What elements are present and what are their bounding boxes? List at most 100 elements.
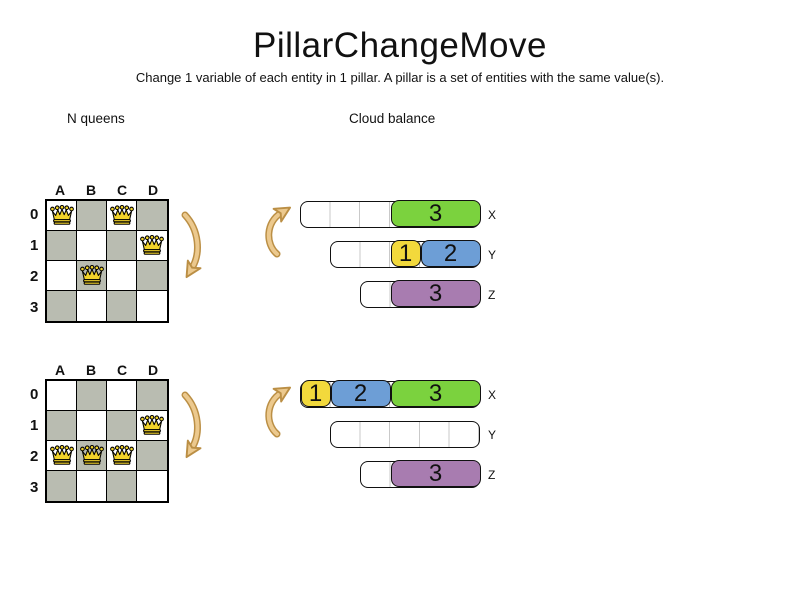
board-cell	[137, 381, 167, 411]
board-cell	[107, 471, 137, 501]
board-cell	[77, 201, 107, 231]
board-cell	[77, 231, 107, 261]
process-block-purple: 3	[390, 459, 481, 488]
computer-capacity-bar: 3	[360, 279, 481, 308]
queen-icon	[79, 265, 104, 285]
computer-capacity-bar	[330, 421, 480, 448]
chessboard-grid	[45, 379, 169, 503]
computer-label: X	[488, 207, 497, 222]
queen-icon	[109, 445, 134, 465]
board-cell	[107, 201, 137, 231]
page-subtitle: Change 1 variable of each entity in 1 pi…	[135, 70, 665, 85]
queen-icon	[49, 205, 74, 225]
process-block-green: 3	[390, 199, 481, 228]
queen-icon	[79, 445, 104, 465]
row-header: 2	[30, 268, 39, 285]
board-cell	[107, 291, 137, 321]
nqueens-board-before: A B C D 0 1 2 3	[30, 182, 190, 327]
board-cell	[137, 471, 167, 501]
board-row-headers: 0 1 2 3	[30, 379, 44, 503]
chessboard-grid	[45, 199, 169, 323]
board-cell	[137, 261, 167, 291]
board-cell	[107, 231, 137, 261]
board-cell	[77, 261, 107, 291]
board-cell	[47, 471, 77, 501]
board-row-headers: 0 1 2 3	[30, 199, 44, 323]
board-cell	[47, 381, 77, 411]
board-cell	[107, 441, 137, 471]
page-title: PillarChangeMove	[253, 26, 547, 65]
computer-label: X	[488, 387, 497, 402]
board-cell	[77, 471, 107, 501]
board-cell	[77, 411, 107, 441]
column-header: C	[116, 182, 129, 198]
board-cell	[47, 441, 77, 471]
column-header: B	[85, 182, 98, 198]
column-header: C	[116, 362, 129, 378]
computer-label: Z	[488, 467, 496, 482]
curved-arrow-down-icon	[181, 211, 202, 279]
resource-bar-row: Y	[300, 421, 496, 448]
board-cell	[47, 411, 77, 441]
board-cell	[77, 381, 107, 411]
board-cell	[77, 291, 107, 321]
column-header: D	[147, 182, 160, 198]
nqueens-section-label: N queens	[67, 111, 125, 126]
row-header: 1	[30, 237, 39, 254]
board-cell	[137, 291, 167, 321]
queen-icon	[109, 205, 134, 225]
process-value: 1	[398, 239, 413, 267]
board-cell	[107, 381, 137, 411]
process-block-yellow: 1	[390, 239, 421, 268]
process-block-green: 3	[390, 379, 481, 408]
board-cell	[137, 411, 167, 441]
row-header: 2	[30, 448, 39, 465]
process-value: 3	[428, 379, 443, 407]
column-header: A	[54, 182, 67, 198]
board-cell	[137, 231, 167, 261]
computer-label: Z	[488, 287, 496, 302]
computer-label: Y	[488, 247, 497, 262]
board-cell	[107, 411, 137, 441]
process-block-yellow: 1	[300, 379, 331, 408]
board-cell	[77, 441, 107, 471]
process-block-blue: 2	[420, 239, 481, 268]
board-cell	[47, 231, 77, 261]
column-header: B	[85, 362, 98, 378]
cloudbalance-section-label: Cloud balance	[349, 111, 436, 126]
process-block-blue: 2	[330, 380, 391, 408]
process-value: 3	[428, 279, 443, 307]
process-block-purple: 3	[390, 279, 481, 308]
curved-arrow-up-icon	[265, 206, 292, 258]
board-cell	[107, 261, 137, 291]
row-header: 3	[30, 299, 39, 316]
computer-capacity-bar: 3	[360, 459, 481, 488]
board-cell	[137, 201, 167, 231]
board-cell	[137, 441, 167, 471]
process-value: 1	[308, 379, 323, 407]
row-header: 0	[30, 386, 39, 403]
process-value: 3	[428, 199, 443, 227]
row-header: 1	[30, 417, 39, 434]
row-header: 3	[30, 479, 39, 496]
queen-icon	[140, 415, 164, 435]
board-cell	[47, 261, 77, 291]
computer-capacity-bar: 3	[300, 199, 481, 228]
computer-label: Y	[488, 427, 497, 442]
row-header: 0	[30, 206, 39, 223]
process-value: 2	[443, 239, 458, 267]
column-header: D	[147, 362, 160, 378]
process-value: 3	[428, 459, 443, 487]
board-cell	[47, 291, 77, 321]
